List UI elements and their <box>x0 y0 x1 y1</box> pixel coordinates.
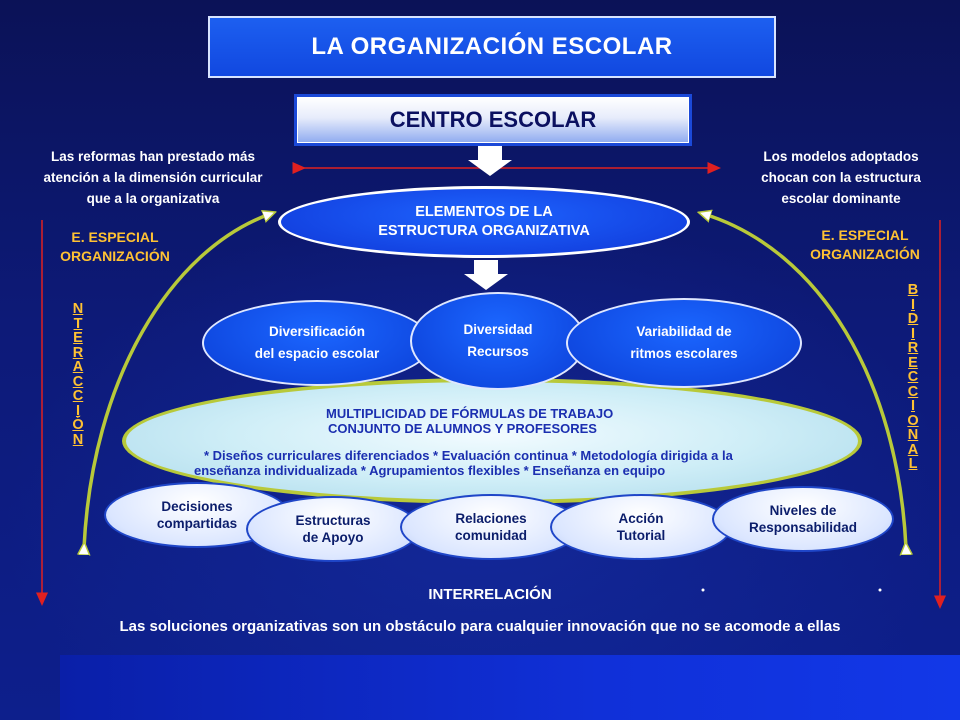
element-oval-espacio: Diversificación del espacio escolar <box>202 300 432 386</box>
interrelacion-label: INTERRELACIÓN <box>428 586 552 603</box>
oval-line: compartidas <box>156 516 238 531</box>
left-especial-line: ORGANIZACIÓN <box>60 248 170 264</box>
multiplicidad-line: enseñanza individualizada * Agrupamiento… <box>194 463 666 478</box>
vertical-letter: A <box>907 441 919 458</box>
vertical-letter: T <box>73 315 83 332</box>
oval-niveles: Niveles de Responsabilidad <box>712 486 894 552</box>
oval-line: Estructuras <box>295 513 371 528</box>
vertical-letter: N <box>72 431 84 448</box>
oval-accion: Acción Tutorial <box>550 494 732 560</box>
elementos-line: ESTRUCTURA ORGANIZATIVA <box>378 223 590 239</box>
oval-line: Relaciones <box>455 511 527 526</box>
centro-escolar-box: CENTRO ESCOLAR <box>294 94 692 146</box>
multiplicidad-heading: MULTIPLICIDAD DE FÓRMULAS DE TRABAJO CON… <box>326 406 746 436</box>
vertical-letter: O <box>907 412 919 429</box>
left-especial-line: E. ESPECIAL <box>71 229 159 245</box>
vertical-letter: C <box>907 383 919 400</box>
down-arrow-1 <box>468 146 512 176</box>
right-note-line: escolar dominante <box>781 191 901 206</box>
page-title: LA ORGANIZACIÓN ESCOLAR <box>311 33 673 60</box>
vertical-letter: C <box>72 373 84 390</box>
right-note: Los modelos adoptados chocan con la estr… <box>730 146 952 209</box>
oval-line: Niveles de <box>769 503 837 518</box>
elementos-ellipse: ELEMENTOS DE LA ESTRUCTURA ORGANIZATIVA <box>278 186 690 258</box>
vertical-letter: B <box>907 282 919 298</box>
left-note-line: atención a la dimensión curricular <box>43 170 263 185</box>
element-oval-line: del espacio escolar <box>254 346 380 361</box>
left-note-line: que a la organizativa <box>86 191 220 206</box>
conclusion-text: Las soluciones organizativas son un obst… <box>119 618 841 635</box>
element-oval-line: ritmos escolares <box>630 346 738 361</box>
oval-line: Decisiones <box>161 499 233 514</box>
left-note: Las reformas han prestado más atención a… <box>18 146 288 209</box>
vertical-letter: I <box>910 398 916 414</box>
elementos-line: ELEMENTOS DE LA <box>415 204 553 220</box>
vertical-letter: I <box>75 402 81 419</box>
multiplicidad-line: * Diseños curriculares diferenciados * E… <box>204 448 733 463</box>
vertical-letter: A <box>72 359 84 375</box>
vertical-letter: Ó <box>72 417 84 433</box>
right-green-arc <box>704 214 906 548</box>
left-note-line: Las reformas han prestado más <box>50 149 256 164</box>
multiplicidad-line: CONJUNTO DE ALUMNOS Y PROFESORES <box>328 421 597 436</box>
right-especial: E. ESPECIAL ORGANIZACIÓN <box>800 226 930 264</box>
right-note-line: chocan con la estructura <box>761 170 921 185</box>
vertical-letter: N <box>72 301 84 317</box>
vertical-letter: D <box>907 311 919 327</box>
vertical-letter: R <box>907 340 919 356</box>
element-oval-line: Diversidad <box>463 322 533 337</box>
oval-line: Acción <box>618 511 664 526</box>
left-especial: E. ESPECIAL ORGANIZACIÓN <box>50 228 180 266</box>
background-band <box>60 655 960 720</box>
vertical-letter: I <box>910 325 916 342</box>
oval-estructuras: Estructuras de Apoyo <box>246 496 420 562</box>
oval-line: de Apoyo <box>302 530 364 545</box>
vertical-letter: I <box>910 296 916 313</box>
right-note-line: Los modelos adoptados <box>763 149 919 164</box>
dot-1 <box>701 588 705 592</box>
element-oval-line: Diversificación <box>268 324 366 339</box>
vertical-letter: E <box>73 330 83 346</box>
down-arrow-2 <box>464 260 508 290</box>
vertical-letter: N <box>907 427 919 443</box>
multiplicidad-line: MULTIPLICIDAD DE FÓRMULAS DE TRABAJO <box>326 406 614 421</box>
right-especial-line: ORGANIZACIÓN <box>810 246 920 262</box>
multiplicidad-details: * Diseños curriculares diferenciados * E… <box>194 448 844 478</box>
vertical-letter: C <box>907 369 919 385</box>
right-especial-line: E. ESPECIAL <box>821 227 909 243</box>
left-green-arc <box>84 214 270 548</box>
element-oval-line: Variabilidad de <box>636 324 732 339</box>
oval-line: comunidad <box>454 528 527 543</box>
vertical-letter: E <box>908 354 918 371</box>
oval-line: Responsabilidad <box>748 520 858 535</box>
element-oval-recursos: Diversidad Recursos <box>410 292 586 390</box>
centro-label: CENTRO ESCOLAR <box>389 107 597 132</box>
dot-2 <box>878 588 882 592</box>
vertical-letter: R <box>72 344 84 361</box>
title-box: LA ORGANIZACIÓN ESCOLAR <box>208 16 776 78</box>
element-oval-ritmos: Variabilidad de ritmos escolares <box>566 298 802 388</box>
element-oval-line: Recursos <box>467 344 529 359</box>
vertical-letter: C <box>72 388 84 404</box>
vertical-letter: L <box>908 456 918 472</box>
oval-line: Tutorial <box>616 528 666 543</box>
